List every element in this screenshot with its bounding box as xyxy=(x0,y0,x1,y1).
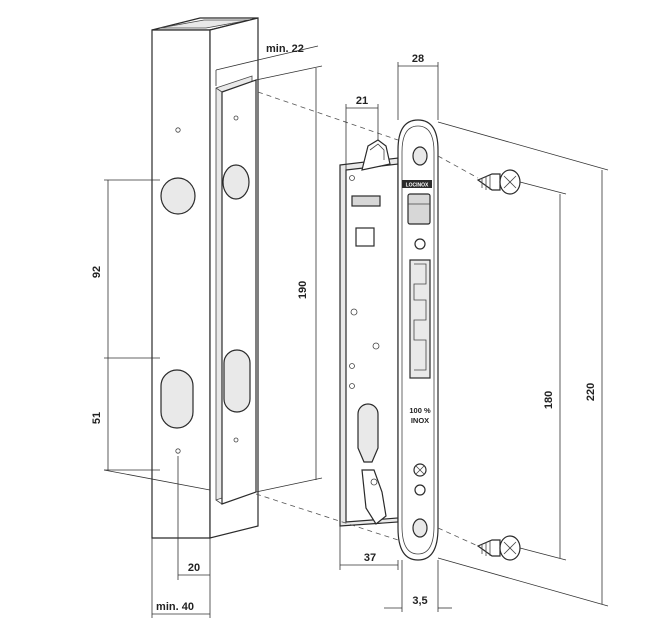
material-line1: 100 % xyxy=(409,406,431,415)
dim-28: 28 xyxy=(412,53,424,65)
assembly-lines xyxy=(255,91,479,547)
dim-37: 37 xyxy=(364,552,376,564)
dim-51: 51 xyxy=(91,412,103,424)
post-screw-hole-bottom xyxy=(175,448,181,454)
post-screw-hole-top xyxy=(175,127,181,133)
dim-180: 180 xyxy=(543,391,555,409)
lock-faceplate: LOCINOX 100 % INOX xyxy=(397,119,439,561)
screw-bottom xyxy=(476,535,521,561)
brand-logo: LOCINOX xyxy=(406,183,429,189)
square-post xyxy=(151,17,259,539)
post-round-hole xyxy=(160,177,196,215)
screw-top xyxy=(476,169,521,195)
material-line2: INOX xyxy=(411,416,429,425)
dim-220: 220 xyxy=(585,383,597,401)
dim-min-22: min. 22 xyxy=(266,43,304,55)
dim-190: 190 xyxy=(297,281,309,299)
lock-body xyxy=(339,139,399,527)
dimension-labels: min. 22 190 92 51 20 min. 40 28 21 180 2… xyxy=(91,43,597,613)
dim-3-5: 3,5 xyxy=(412,595,427,607)
dim-21: 21 xyxy=(356,95,368,107)
dimension-lines xyxy=(103,45,609,618)
dim-min-40: min. 40 xyxy=(156,601,194,613)
post-oval-hole xyxy=(160,369,194,429)
dim-92: 92 xyxy=(91,266,103,278)
dim-20: 20 xyxy=(188,562,200,574)
